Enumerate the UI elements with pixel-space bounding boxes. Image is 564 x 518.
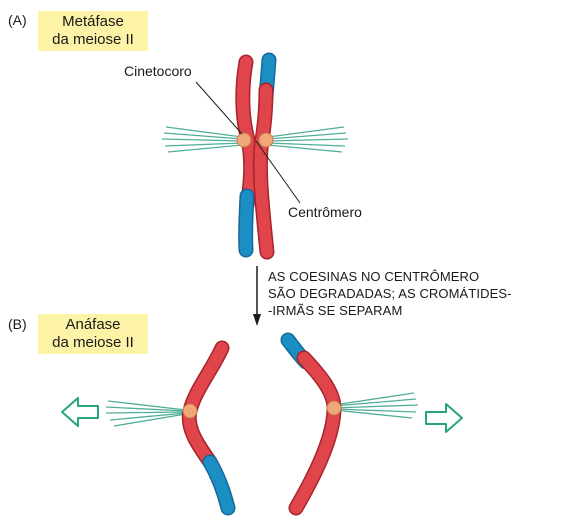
arrow-right-icon xyxy=(426,404,462,432)
spindle-fibers-right xyxy=(268,127,348,152)
arrow-left-icon xyxy=(62,398,98,426)
kinetochore-leader-line xyxy=(196,82,242,134)
kinetochore-right xyxy=(259,133,273,147)
chromatid-left-anaphase xyxy=(189,348,228,508)
chromatid-left-metaphase xyxy=(243,62,251,250)
kinetochore-right-anaphase xyxy=(327,401,341,415)
chromatid-right-metaphase xyxy=(260,60,269,252)
kinetochore-left-anaphase xyxy=(183,404,197,418)
transition-arrow xyxy=(253,266,261,326)
spindle-fibers-left-anaphase xyxy=(106,401,186,426)
spindle-fibers-right-anaphase xyxy=(334,393,418,418)
kinetochore-left xyxy=(237,133,251,147)
spindle-fibers-left xyxy=(162,127,242,152)
chromatid-right-anaphase xyxy=(288,340,334,508)
